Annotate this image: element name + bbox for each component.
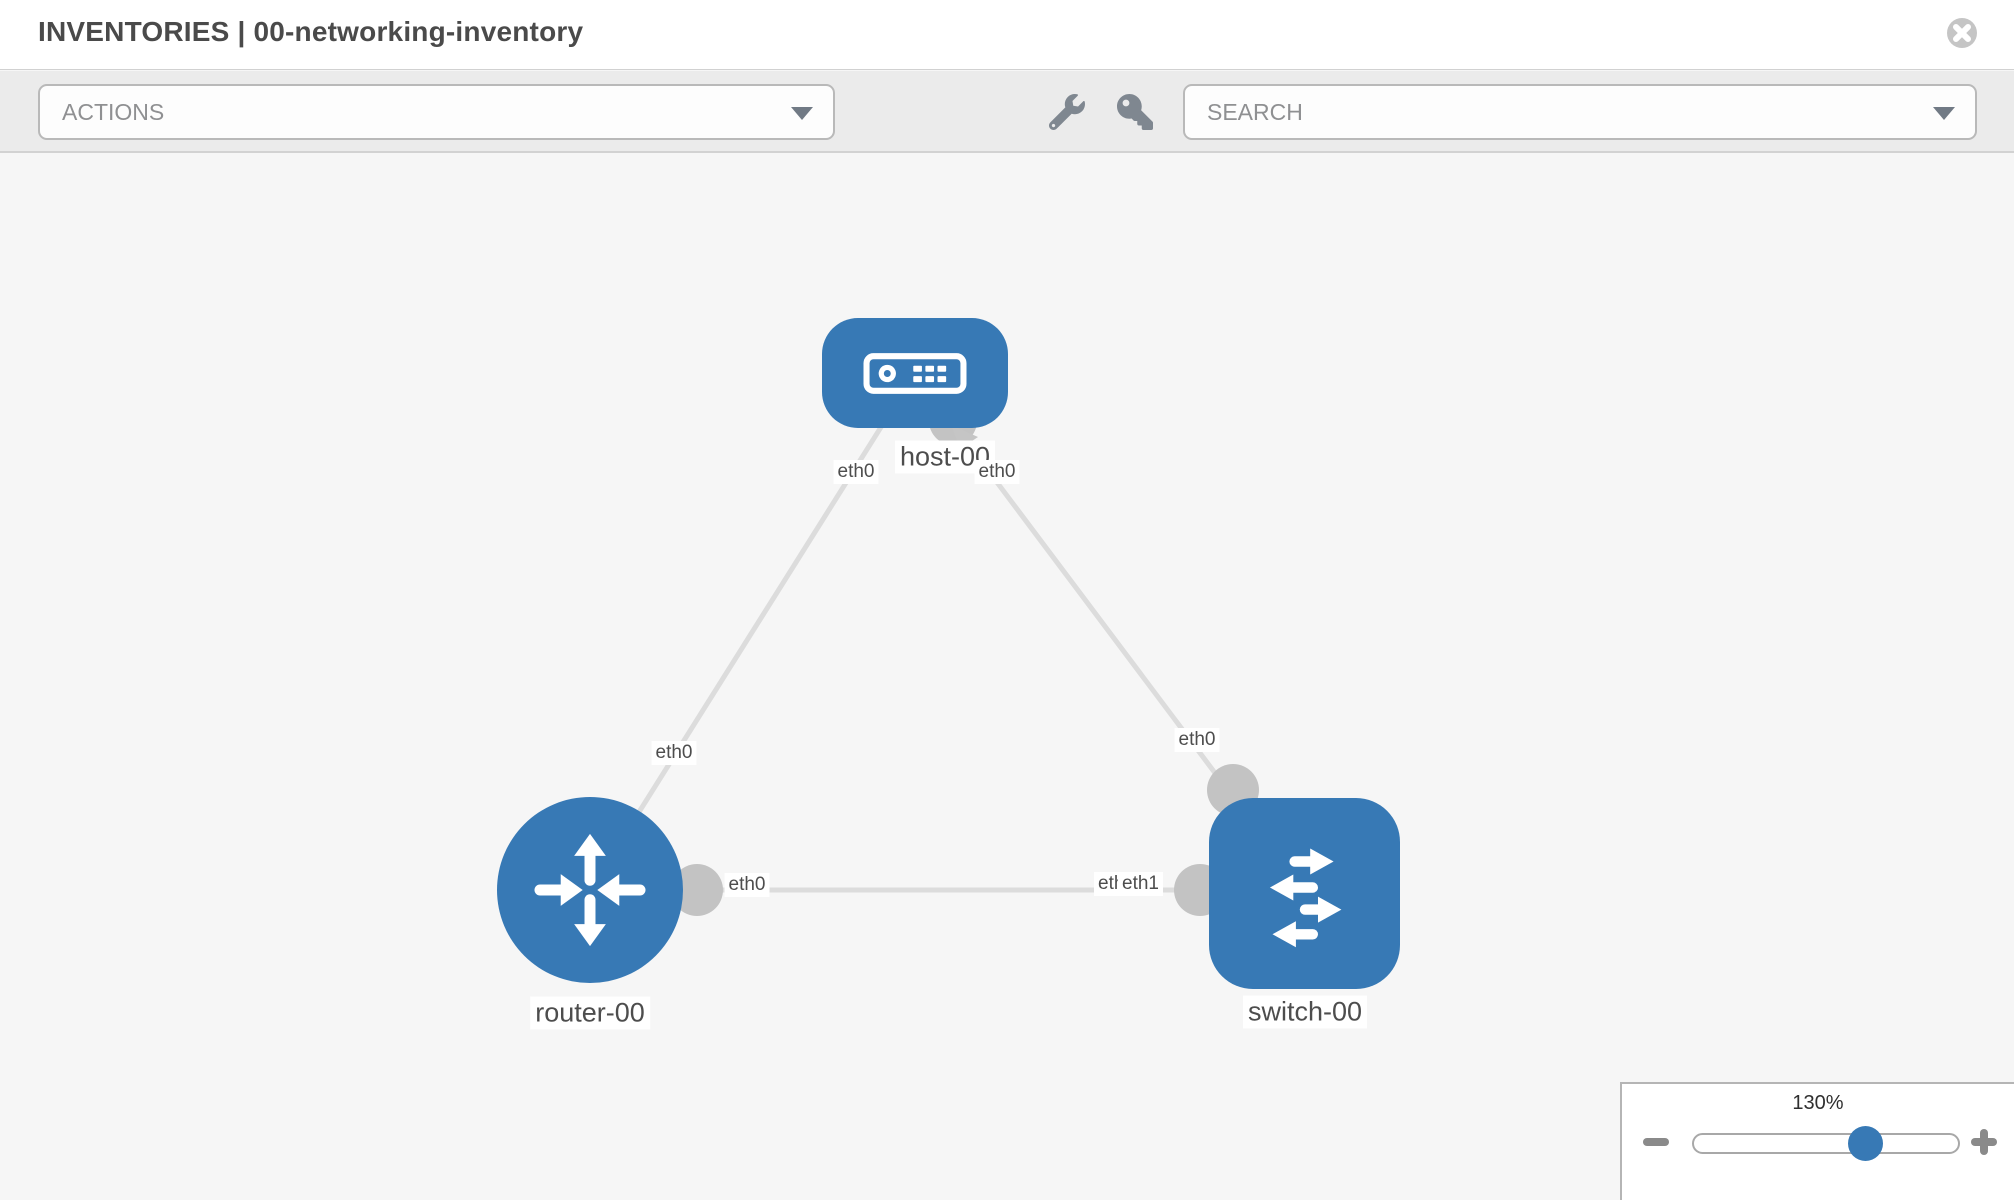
zoom-control: 130% [1620,1082,2014,1200]
credentials-button[interactable] [1115,93,1155,133]
zoom-slider-track[interactable] [1692,1133,1960,1154]
zoom-in-button[interactable] [1966,1124,2002,1160]
interface-label-router-to-switch: eth0 [724,873,770,897]
interface-label-host-to-switch: eth0 [974,460,1020,484]
link-host-router[interactable] [587,371,918,892]
interface-label-switch-eth0: eth0 [1174,728,1220,752]
node-label-switch: switch-00 [1242,995,1368,1029]
wrench-icon [1048,93,1085,130]
host-icon [863,352,967,394]
configure-button[interactable] [1047,93,1087,133]
close-icon [1947,18,1977,48]
key-icon [1117,93,1153,130]
zoom-out-icon [1643,1138,1669,1146]
interface-dot-router[interactable] [671,864,723,916]
topology-canvas[interactable]: host-00 router-00 switch-00 eth0 eth0 et… [0,153,2014,1200]
chevron-down-icon [791,107,813,120]
actions-dropdown-label: ACTIONS [62,98,165,125]
page-title: INVENTORIES | 00-networking-inventory [38,16,584,47]
close-button[interactable] [1946,17,1978,49]
search-dropdown[interactable]: SEARCH [1183,84,1977,140]
actions-dropdown[interactable]: ACTIONS [38,84,835,140]
zoom-level-value: 130% [1792,1092,1844,1114]
switch-icon [1269,848,1341,947]
node-host-00[interactable] [822,318,1008,428]
chevron-down-icon [1933,107,1955,120]
interface-label-router-to-host: eth0 [651,741,697,765]
zoom-slider-thumb[interactable] [1848,1126,1883,1161]
router-icon [534,833,646,947]
node-label-router: router-00 [530,996,650,1030]
interface-label-switch-eth1: eth1 [1118,872,1163,896]
interface-label-host-to-router: eth0 [833,460,879,484]
links-layer [587,371,1307,916]
zoom-out-button[interactable] [1638,1124,1674,1160]
node-router-00[interactable] [497,797,683,983]
search-placeholder: SEARCH [1207,98,1303,125]
toolbar: ACTIONS SEARCH [0,71,2014,153]
node-switch-00[interactable] [1209,798,1400,989]
header: INVENTORIES | 00-networking-inventory [0,0,2014,70]
